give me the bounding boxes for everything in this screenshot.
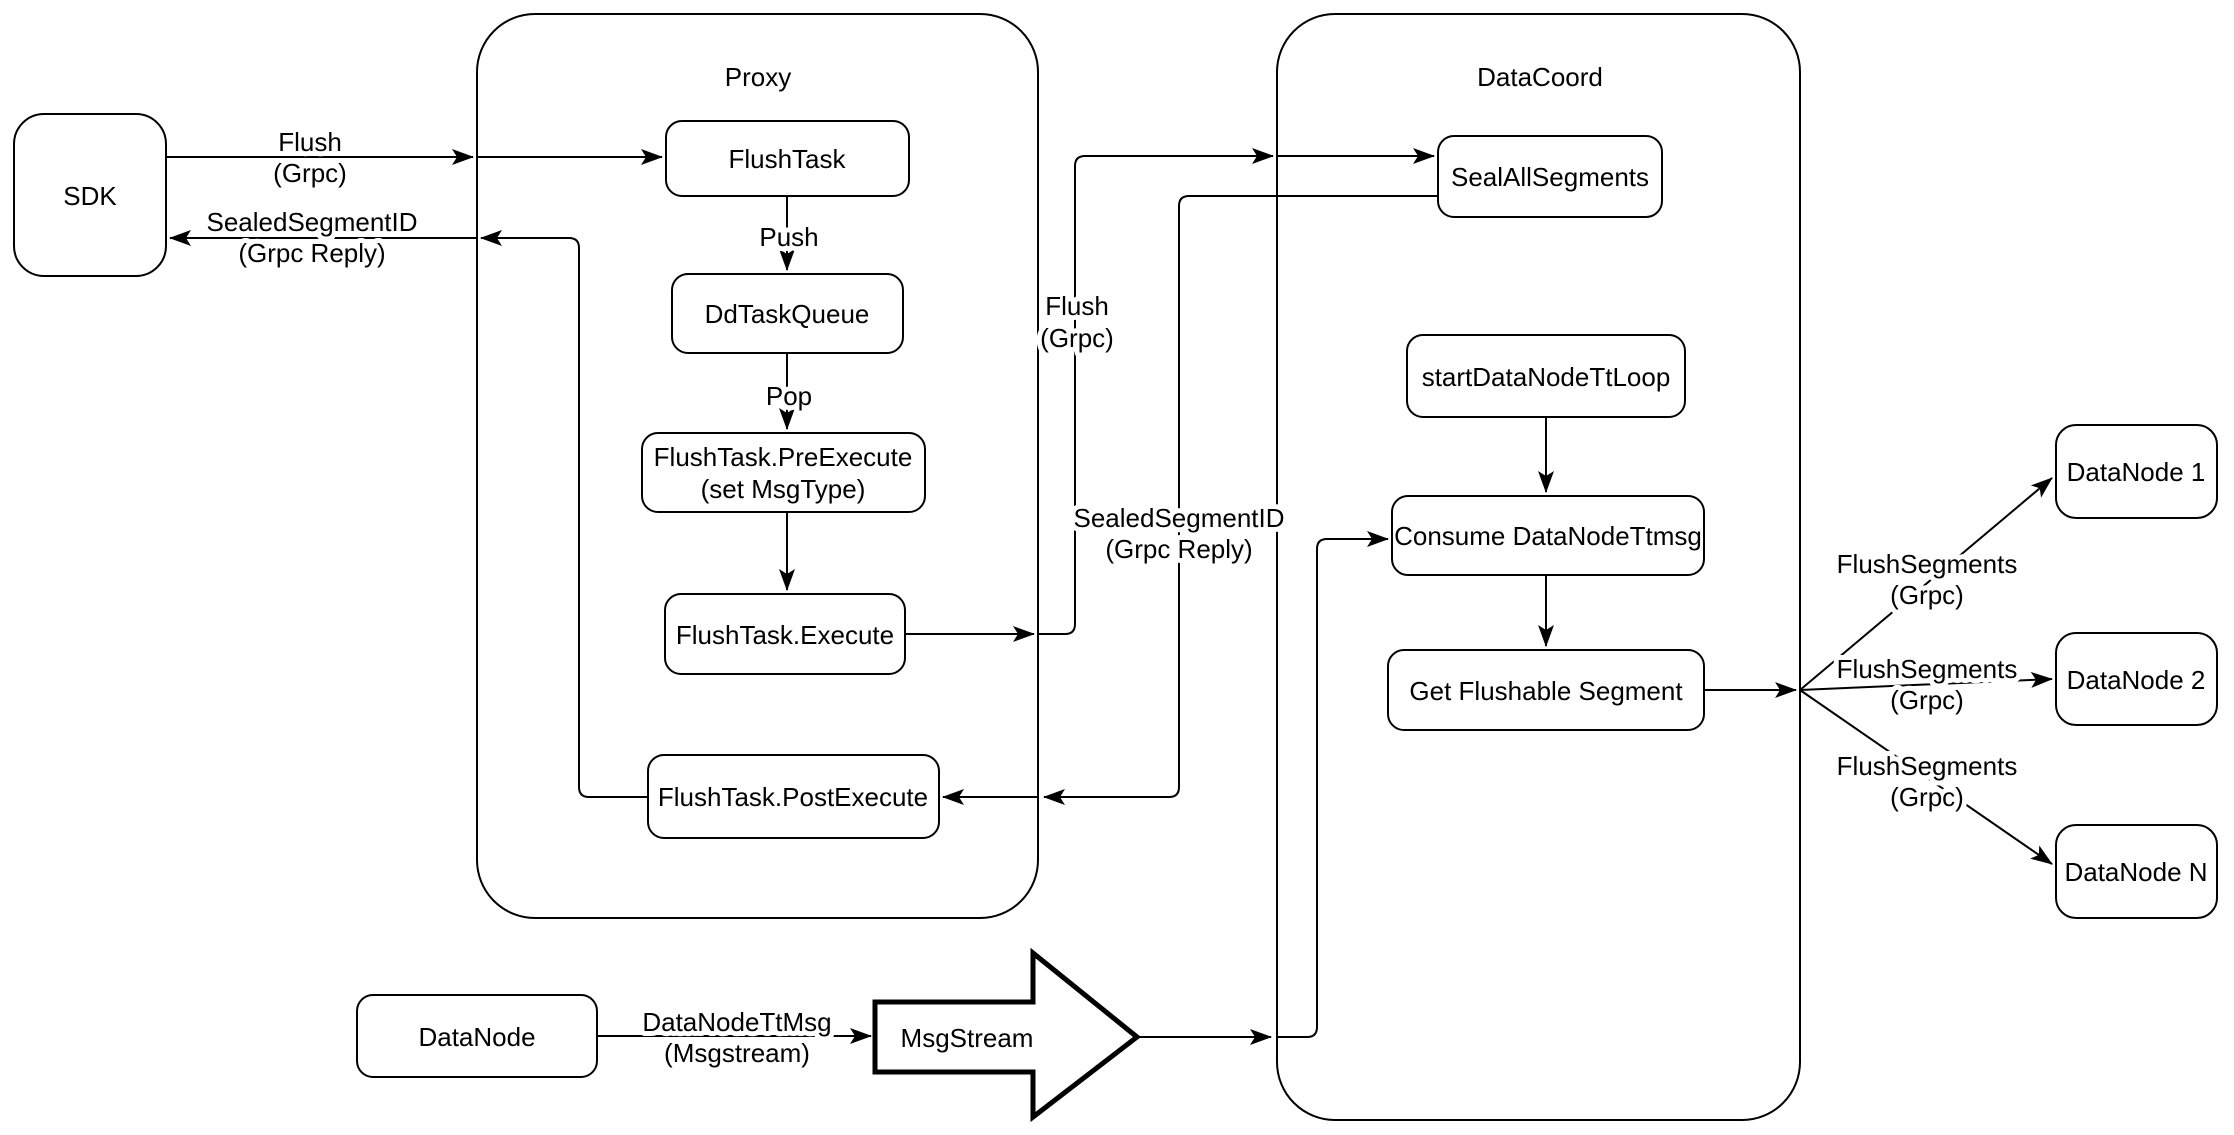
- node-sdk: SDK: [13, 113, 167, 277]
- label-flushsegments1-line1: FlushSegments: [1837, 549, 2018, 579]
- msgstream-arrow-shape: [872, 947, 1142, 1123]
- edge-border-to-consume: [1277, 531, 1389, 1038]
- node-getflushablesegment-box: [1387, 649, 1705, 731]
- node-datanode-bottom: DataNode: [356, 994, 598, 1078]
- node-datanoden-label: DataNode N: [2064, 857, 2207, 887]
- node-execute-box: [664, 593, 906, 675]
- node-datanoden-box: [2055, 824, 2218, 919]
- node-postexecute-label: FlushTask.PostExecute: [658, 782, 928, 812]
- label-proxy-to-sdk-line2: (Grpc Reply): [238, 238, 385, 268]
- node-postexecute-box: [647, 754, 940, 839]
- node-sdk-label: SDK: [63, 181, 117, 211]
- label-execute-to-seal-line2: (Grpc): [1040, 323, 1114, 353]
- label-proxy-to-sdk-line1: SealedSegmentID: [206, 207, 417, 237]
- node-msgstream-label: MsgStream: [901, 1023, 1034, 1053]
- proxy-title: Proxy: [725, 62, 791, 92]
- node-datanode1-label: DataNode 1: [2067, 457, 2206, 487]
- edge-fan-to-datanode1: [1799, 477, 2053, 691]
- node-getflushablesegment-label: Get Flushable Segment: [1409, 676, 1683, 706]
- datacoord-container-group: DataCoord: [1276, 13, 1801, 1121]
- node-startdatanodettloop: startDataNodeTtLoop: [1406, 334, 1686, 418]
- node-consumedatanodettmsg-label: Consume DataNodeTtmsg: [1394, 521, 1702, 551]
- node-flushtask-box: [665, 120, 910, 197]
- node-flushtask: FlushTask: [665, 120, 910, 197]
- edge-seal-to-proxy-border: [1043, 195, 1438, 805]
- label-sdk-to-proxy-line2: (Grpc): [273, 158, 347, 188]
- node-consumedatanodettmsg: Consume DataNodeTtmsg: [1391, 495, 1705, 576]
- edge-fan-to-datanode2: [1799, 671, 2053, 691]
- node-ddtaskqueue-box: [671, 273, 904, 354]
- edge-fan-to-datanoden: [1799, 689, 2053, 865]
- node-execute-label: FlushTask.Execute: [676, 620, 894, 650]
- label-seal-to-post-line2: (Grpc Reply): [1105, 534, 1252, 564]
- node-startdatanodettloop-box: [1406, 334, 1686, 418]
- node-flushtask-label: FlushTask: [728, 144, 846, 174]
- label-flushsegments1-line2: (Grpc): [1890, 580, 1964, 610]
- node-preexecute-label-line2: (set MsgType): [701, 474, 866, 504]
- label-sdk-to-proxy-line1: Flush: [278, 127, 342, 157]
- node-ddtaskqueue-label: DdTaskQueue: [705, 299, 870, 329]
- label-flushsegments3-line2: (Grpc): [1890, 782, 1964, 812]
- label-datanodettmsg-line2: (Msgstream): [664, 1038, 810, 1068]
- proxy-container: [476, 13, 1039, 919]
- node-sealallsegments-label: SealAllSegments: [1451, 162, 1649, 192]
- node-sealallsegments: SealAllSegments: [1437, 135, 1663, 218]
- node-datanode1: DataNode 1: [2055, 424, 2218, 519]
- node-postexecute: FlushTask.PostExecute: [647, 754, 940, 839]
- datacoord-container: [1276, 13, 1801, 1121]
- node-datanode2-label: DataNode 2: [2067, 665, 2206, 695]
- node-datanode1-box: [2055, 424, 2218, 519]
- node-datanode-bottom-box: [356, 994, 598, 1078]
- label-flushsegments2-line2: (Grpc): [1890, 685, 1964, 715]
- node-datanoden: DataNode N: [2055, 824, 2218, 919]
- node-sealallsegments-box: [1437, 135, 1663, 218]
- edge-labels: Flush (Grpc) SealedSegmentID (Grpc Reply…: [201, 122, 2022, 1073]
- node-sdk-box: [13, 113, 167, 277]
- node-getflushablesegment: Get Flushable Segment: [1387, 649, 1705, 731]
- node-consumedatanodettmsg-box: [1391, 495, 1705, 576]
- node-preexecute: FlushTask.PreExecute (set MsgType): [641, 432, 926, 513]
- node-datanode2-box: [2055, 632, 2218, 726]
- node-startdatanodettloop-label: startDataNodeTtLoop: [1422, 362, 1671, 392]
- label-datanodettmsg-line1: DataNodeTtMsg: [642, 1007, 831, 1037]
- node-preexecute-label-line1: FlushTask.PreExecute: [654, 442, 913, 472]
- edge-flush-up-to-datacoord-border: [1038, 148, 1274, 635]
- label-pop: Pop: [766, 381, 812, 411]
- label-execute-to-seal-line1: Flush: [1045, 291, 1109, 321]
- node-ddtaskqueue: DdTaskQueue: [671, 273, 904, 354]
- edge-postexecute-to-proxy-border: [480, 230, 648, 798]
- datacoord-title: DataCoord: [1477, 62, 1603, 92]
- node-msgstream: MsgStream: [872, 947, 1142, 1123]
- label-push: Push: [759, 222, 818, 252]
- node-datanode2: DataNode 2: [2055, 632, 2218, 726]
- node-datanode-bottom-label: DataNode: [418, 1022, 535, 1052]
- label-seal-to-post-line1: SealedSegmentID: [1073, 503, 1284, 533]
- proxy-container-group: Proxy: [476, 13, 1039, 919]
- label-flushsegments3-line1: FlushSegments: [1837, 751, 2018, 781]
- node-execute: FlushTask.Execute: [664, 593, 906, 675]
- label-flushsegments2-line1: FlushSegments: [1837, 654, 2018, 684]
- node-preexecute-box: [641, 432, 926, 513]
